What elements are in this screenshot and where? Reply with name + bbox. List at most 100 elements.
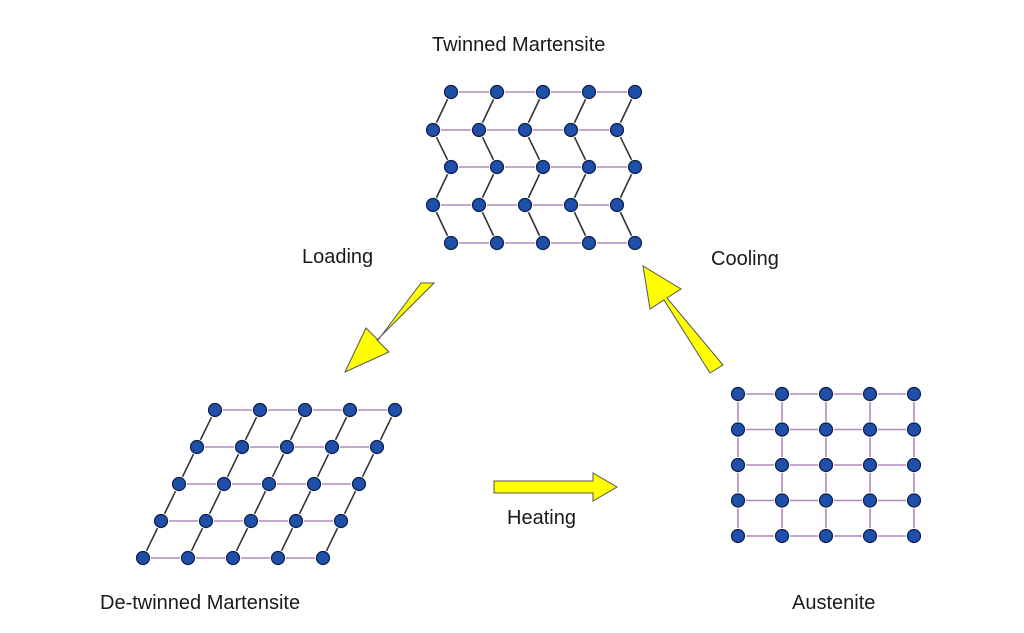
atom <box>369 439 385 455</box>
atom <box>351 476 367 492</box>
diagonal-bond <box>527 98 541 124</box>
atom <box>387 402 403 418</box>
atom <box>730 422 746 437</box>
atom <box>581 159 597 175</box>
diagonal-bond <box>435 173 449 199</box>
atom <box>818 493 834 508</box>
atom <box>906 422 922 437</box>
diagonal-bond <box>361 453 375 478</box>
diagonal-bond <box>289 416 303 441</box>
atom <box>489 84 505 100</box>
atom <box>288 513 304 529</box>
atom <box>906 457 922 473</box>
atom <box>324 439 340 455</box>
atom <box>297 402 313 418</box>
diagonal-bond <box>226 453 240 478</box>
atom <box>774 386 790 402</box>
atom <box>862 386 878 402</box>
atom <box>535 159 551 175</box>
diagonal-bond <box>181 453 195 478</box>
atom <box>730 528 746 544</box>
atom <box>517 122 533 138</box>
atom <box>906 528 922 544</box>
diagonal-bond <box>271 453 285 478</box>
atom <box>425 122 441 138</box>
diagonal-bond <box>343 490 357 515</box>
diagonal-bond <box>190 527 204 552</box>
atom <box>171 476 187 492</box>
diagonal-bond <box>573 173 587 199</box>
diagonal-bond <box>325 527 339 552</box>
twinned-martensite-label: Twinned Martensite <box>432 34 606 56</box>
diagonal-bond <box>619 211 633 237</box>
atom <box>609 197 625 213</box>
austenite-label: Austenite <box>792 592 876 614</box>
diagonal-bond <box>619 98 633 124</box>
cooling-arrow <box>642 265 724 374</box>
atom <box>471 197 487 213</box>
diagonal-bond <box>253 490 267 515</box>
atom <box>333 513 349 529</box>
atom <box>216 476 232 492</box>
atom <box>818 386 834 402</box>
atom <box>563 122 579 138</box>
diagonal-bond <box>235 527 249 552</box>
atom <box>489 235 505 251</box>
diagonal-bond <box>573 98 587 124</box>
diagonal-bond <box>163 490 177 515</box>
atom <box>906 493 922 508</box>
atom <box>180 550 196 566</box>
atom <box>517 197 533 213</box>
atom <box>198 513 214 529</box>
loading-label: Loading <box>302 246 374 268</box>
diagonal-bond <box>379 416 393 441</box>
diagonal-bond <box>199 416 213 441</box>
atom <box>261 476 277 492</box>
atom <box>581 235 597 251</box>
atom <box>862 457 878 473</box>
atom <box>818 457 834 473</box>
heating-arrow <box>493 472 618 502</box>
atom <box>443 84 459 100</box>
atom <box>189 439 205 455</box>
diagonal-bond <box>435 136 449 161</box>
atom <box>627 235 643 251</box>
atom <box>627 159 643 175</box>
diagonal-bond <box>316 453 330 478</box>
atom <box>252 402 268 418</box>
atom <box>153 513 169 529</box>
atom <box>774 528 790 544</box>
diagonal-bond <box>527 136 541 161</box>
heating-label: Heating <box>507 507 576 529</box>
atom <box>270 550 286 566</box>
atom <box>489 159 505 175</box>
atom <box>243 513 259 529</box>
diagonal-bond <box>619 173 633 199</box>
atom <box>581 84 597 100</box>
atom <box>818 422 834 437</box>
atom <box>774 493 790 508</box>
diagonal-bond <box>334 416 348 441</box>
diagonal-bond <box>527 211 541 237</box>
diagonal-bond <box>481 136 495 161</box>
detwinned-martensite-label: De-twinned Martensite <box>100 592 301 614</box>
atom <box>342 402 358 418</box>
atom <box>535 84 551 100</box>
atom <box>225 550 241 566</box>
atom <box>774 457 790 473</box>
diagonal-bond <box>481 173 495 199</box>
diagonal-bond <box>244 416 258 441</box>
atom <box>774 422 790 437</box>
atom <box>135 550 151 566</box>
atom <box>443 159 459 175</box>
twinned-martensite-lattice <box>425 84 643 251</box>
diagonal-bond <box>435 211 449 237</box>
atom <box>862 528 878 544</box>
atom <box>862 422 878 437</box>
atom <box>818 528 834 544</box>
atom <box>471 122 487 138</box>
diagonal-bond <box>280 527 294 552</box>
diagonal-bond <box>298 490 312 515</box>
diagonal-bond <box>527 173 541 199</box>
